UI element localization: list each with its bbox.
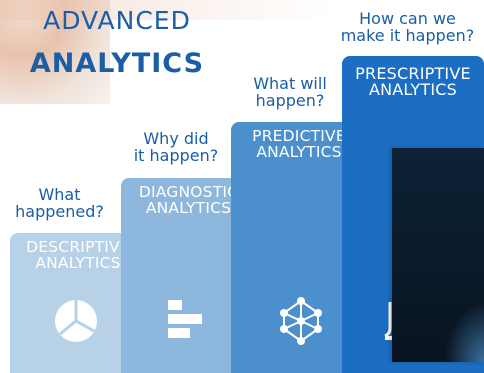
stage-label-line: DIAGNOSTIC — [138, 183, 239, 201]
title-line-2: ANALYTICS — [29, 48, 205, 79]
question-line: Why did — [143, 129, 209, 148]
stage-label-line: ANALYTICS — [368, 80, 458, 99]
question-descriptive: What happened? — [12, 186, 107, 220]
stage-label: PRESCRIPTIVE ANALYTICS — [342, 56, 484, 98]
question-line: make it happen? — [340, 26, 475, 45]
stage-label: DESCRIPTIVE ANALYTICS — [10, 233, 146, 271]
stage-label: PREDICTIVE ANALYTICS — [231, 122, 367, 160]
lightbulb-icon — [384, 302, 393, 340]
title-line-1: ADVANCED — [43, 6, 191, 35]
pie-chart-icon — [55, 300, 97, 342]
question-diagnostic: Why did it happen? — [124, 130, 228, 164]
stage-label-line: ANALYTICS — [35, 254, 121, 272]
question-line: it happen? — [133, 146, 219, 165]
title: ADVANCED ANALYTICS — [12, 6, 222, 82]
question-line: happened? — [15, 202, 104, 221]
network-icon — [280, 297, 322, 345]
stage-label-line: ANALYTICS — [145, 199, 232, 217]
stage-label-line: PRESCRIPTIVE — [355, 64, 471, 83]
stage-label-line: PREDICTIVE — [252, 127, 346, 145]
question-line: What — [38, 185, 81, 204]
question-predictive: What will happen? — [244, 75, 336, 109]
bar-chart-icon — [168, 300, 202, 338]
background-photo-band — [0, 0, 330, 20]
stage-label: DIAGNOSTIC ANALYTICS — [121, 178, 256, 216]
question-prescriptive: How can we make it happen? — [335, 10, 480, 44]
question-line: happen? — [255, 91, 325, 110]
question-line: What will — [253, 74, 327, 93]
overlay-photo — [392, 148, 484, 362]
overlay-photo-glow — [444, 302, 484, 362]
question-line: How can we — [359, 9, 456, 28]
stage-label-line: DESCRIPTIVE — [26, 238, 130, 256]
stage-label-line: ANALYTICS — [256, 143, 342, 161]
